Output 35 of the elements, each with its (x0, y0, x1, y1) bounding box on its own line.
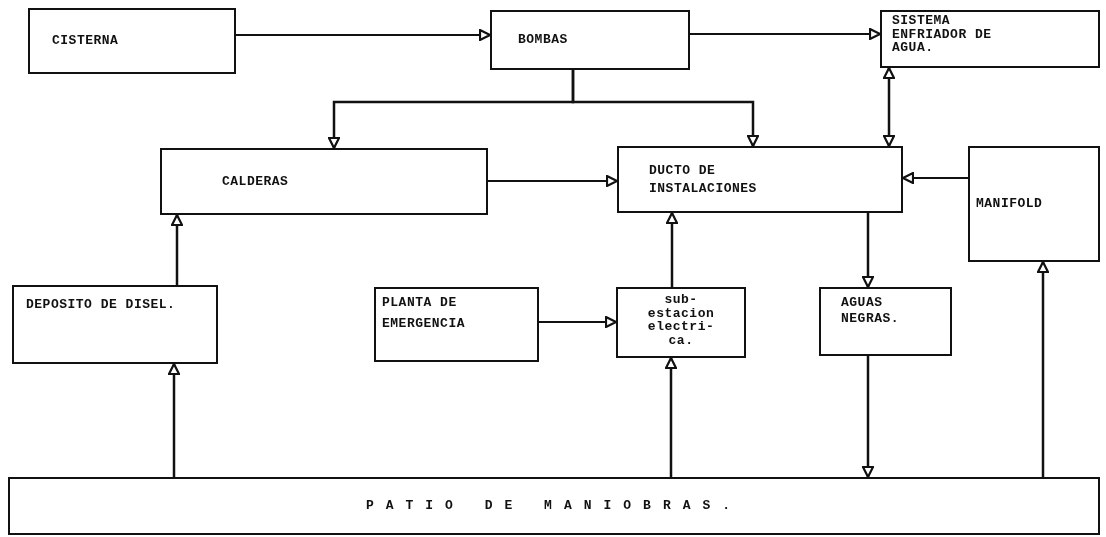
yard-band (8, 477, 1100, 535)
arrow (689, 27, 882, 41)
process-box (819, 287, 952, 356)
arrow (170, 213, 184, 285)
process-box (880, 10, 1100, 68)
node-label: DEPOSITO DE DISEL. (26, 296, 176, 314)
node-label: AGUAS NEGRAS. (841, 295, 896, 327)
process-box (968, 146, 1100, 262)
process-box (617, 146, 903, 213)
arrow (487, 174, 619, 188)
node-label: CISTERNA (52, 32, 119, 50)
node-label: sub- estacion electri- ca. (647, 293, 715, 348)
arrow (167, 362, 181, 477)
process-box (374, 287, 539, 362)
node-label: PLANTA DE EMERGENCIA (382, 294, 466, 333)
arrow (1036, 260, 1050, 477)
node-label: CALDERAS (222, 172, 289, 191)
node-label: SISTEMA ENFRIADOR DE AGUA. (892, 14, 993, 55)
node-label: DUCTO DE INSTALACIONES (649, 161, 758, 198)
arrow (538, 315, 618, 329)
process-box (490, 10, 690, 70)
arrow (235, 28, 492, 42)
process-box (28, 8, 236, 74)
process-box (160, 148, 488, 215)
node-label: MANIFOLD (976, 195, 1043, 213)
arrow (571, 70, 760, 148)
arrow (664, 356, 678, 477)
arrow (665, 211, 679, 287)
arrow (882, 66, 896, 148)
process-box (616, 287, 746, 358)
process-box (12, 285, 218, 364)
node-label: PATIO DE MANIOBRAS. (365, 497, 743, 515)
node-label: BOMBAS (518, 31, 568, 49)
arrow (861, 213, 875, 289)
arrow (861, 356, 875, 479)
